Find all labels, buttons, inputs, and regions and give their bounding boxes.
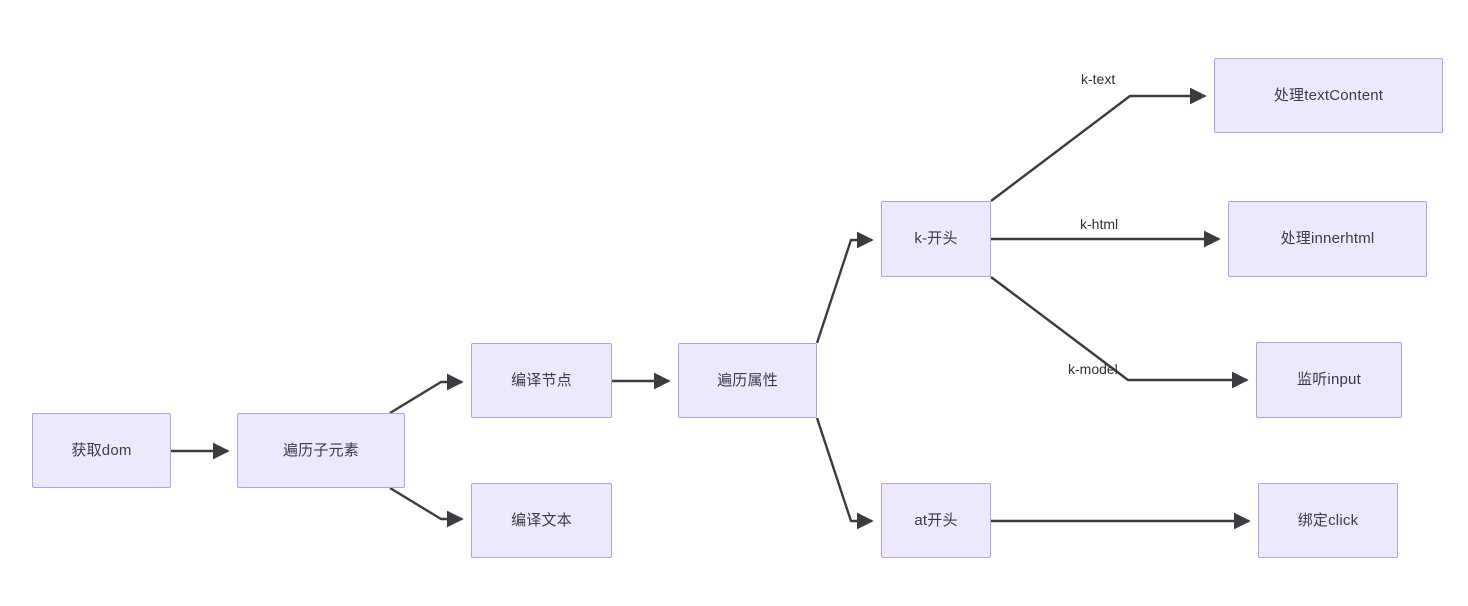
node-k-prefix[interactable]: k-开头 (881, 201, 991, 277)
node-label: 编译节点 (511, 371, 572, 389)
node-at-prefix[interactable]: at开头 (881, 483, 991, 558)
edge-iterate-attrs-to-k-prefix (815, 231, 874, 344)
node-label: 获取dom (71, 441, 132, 459)
edge-iterate-children-to-compile-node (389, 373, 464, 415)
edge-label-k-html: k-html (1080, 216, 1119, 232)
node-label: 遍历属性 (717, 371, 778, 389)
edge-iterate-children-to-compile-text (389, 486, 464, 528)
edge-iterate-attrs-to-at-prefix (815, 417, 874, 530)
edge-label-k-text: k-text (1081, 71, 1116, 87)
node-label: 绑定click (1297, 511, 1359, 529)
node-label: 编译文本 (511, 511, 572, 529)
node-get-dom[interactable]: 获取dom (32, 413, 171, 488)
node-label: 监听input (1297, 371, 1361, 388)
node-listen-input[interactable]: 监听input (1256, 342, 1402, 418)
node-label: 处理innerhtml (1280, 230, 1375, 247)
edge-label-k-model: k-model (1068, 361, 1118, 377)
node-bind-click[interactable]: 绑定click (1258, 483, 1398, 558)
node-label: at开头 (914, 511, 958, 529)
node-compile-text[interactable]: 编译文本 (471, 483, 612, 558)
node-label: 处理textContent (1273, 86, 1384, 104)
node-compile-node[interactable]: 编译节点 (471, 343, 612, 418)
node-iterate-attrs[interactable]: 遍历属性 (678, 343, 817, 418)
node-iterate-children[interactable]: 遍历子元素 (237, 413, 405, 488)
node-handle-textcontent[interactable]: 处理textContent (1214, 58, 1443, 133)
node-handle-innerhtml[interactable]: 处理innerhtml (1228, 201, 1427, 277)
node-label: 遍历子元素 (282, 441, 359, 459)
node-label: k-开头 (914, 230, 958, 247)
edge-k-prefix-to-handle-textcontent (990, 87, 1207, 202)
edge-k-prefix-to-listen-input (990, 276, 1249, 389)
